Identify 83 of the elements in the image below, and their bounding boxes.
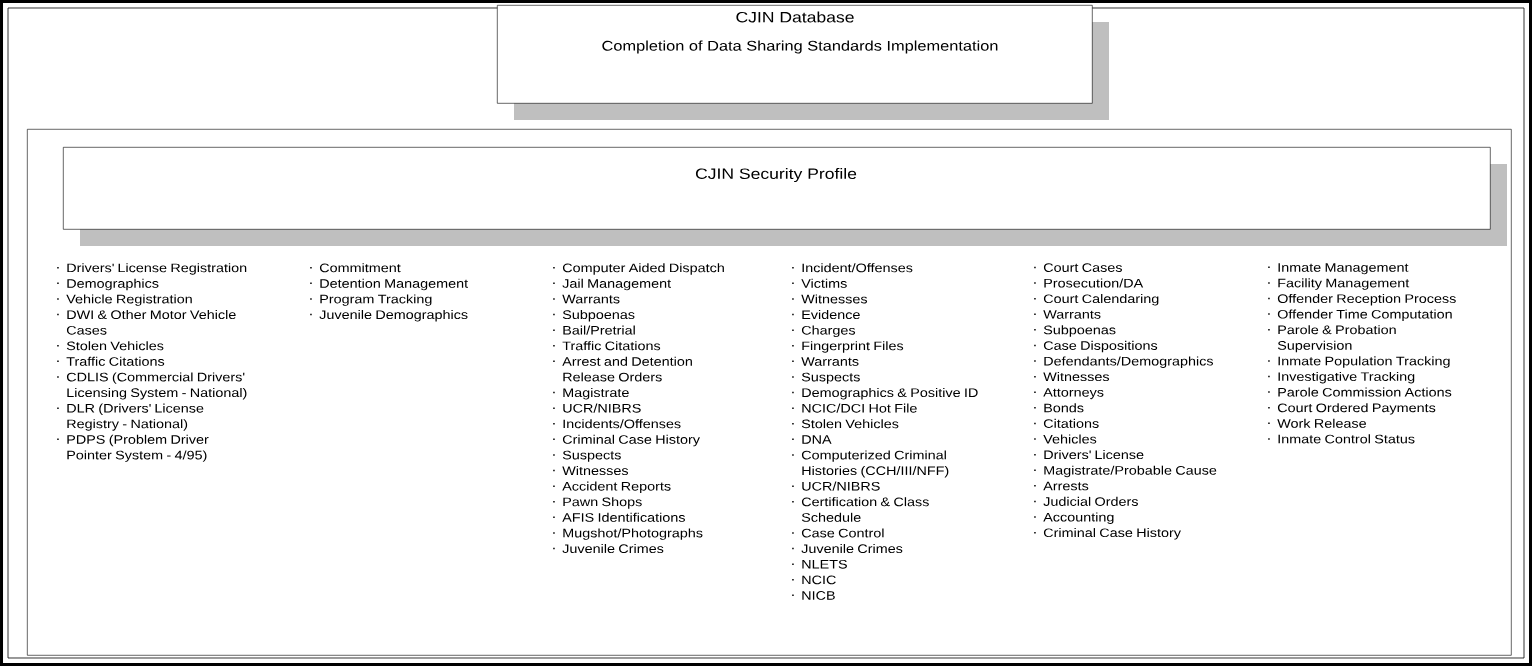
list-item: Suspects [553, 450, 621, 462]
list-item: Work Release [1268, 418, 1366, 428]
list-item: Pawn Shops [553, 497, 642, 509]
list-item: Charges [792, 325, 856, 338]
list-item: DNA [792, 435, 832, 444]
list-item: Vehicle Registration [57, 294, 192, 306]
list-item: Court Calendaring [1034, 294, 1159, 306]
list-item: Demographics [57, 278, 159, 291]
list-item: Case Dispositions [1034, 340, 1158, 353]
list-item: Stolen Vehicles [57, 341, 164, 351]
list-item: Parole & Probation Supervision [1268, 325, 1396, 353]
list-item: Incidents/Offenses [553, 419, 681, 429]
list-item: Program Tracking [310, 294, 432, 306]
list-item: Offender Reception Process [1268, 293, 1456, 306]
list-item: Computer Aided Dispatch [553, 263, 724, 275]
list-item: Evidence [792, 310, 860, 320]
list-item: Defendants/Demographics [1034, 356, 1214, 368]
header-box: CJIN Security Profile [63, 147, 1507, 246]
list-item: Juvenile Crimes [553, 544, 664, 554]
list-item: CDLIS (Commercial Drivers' Licensing System - National) [57, 372, 247, 400]
list-item: Traffic Citations [57, 356, 165, 366]
list-item: PDPS (Problem Driver Pointer System - 4/95) [57, 434, 209, 462]
list-item: DWI & Other Motor Vehicle Cases [57, 310, 236, 335]
list-item: Warrants [553, 294, 620, 304]
list-item: Bonds [1034, 403, 1084, 413]
list-item: Magistrate [553, 388, 629, 400]
list-item: Parole Commission Actions [1268, 387, 1452, 397]
list-item: Prosecution/DA [1034, 278, 1144, 288]
list-item: Drivers' License [1034, 450, 1144, 460]
list-item: NLETS [792, 559, 847, 569]
list-item: Certification & Class Schedule [792, 497, 929, 522]
list-item: Criminal Case History [553, 434, 700, 447]
list-item: Bail/Pretrial [553, 325, 635, 335]
list-item: Facility Management [1268, 278, 1410, 290]
list-item: Subpoenas [1034, 325, 1116, 337]
node-label: CJIN Database [736, 11, 854, 23]
list-item: Vehicles [1034, 434, 1097, 444]
list-item: NCIC/DCI Hot File [792, 403, 917, 413]
list-item: Attorneys [1034, 388, 1104, 400]
list-item: Demographics & Positive ID [792, 388, 978, 400]
list-item: Inmate Management [1268, 263, 1409, 275]
list-item: NCIC [792, 575, 836, 585]
list-item: Accounting [1034, 512, 1114, 524]
list-item: Inmate Population Tracking [1268, 356, 1450, 368]
list-item: Offender Time Computation [1268, 309, 1452, 321]
list-item: Criminal Case History [1034, 528, 1181, 540]
list-item: Suspects [792, 372, 860, 384]
list-item: Mugshot/Photographs [553, 528, 703, 540]
list-item: Stolen Vehicles [792, 419, 899, 429]
list-item: Fingerprint Files [792, 341, 904, 353]
list-item: Judicial Orders [1034, 496, 1138, 506]
list-item: Citations [1034, 418, 1099, 428]
list-item: Arrests [1034, 481, 1089, 491]
list-item: AFIS Identifications [553, 512, 685, 522]
list-item: Court Ordered Payments [1268, 403, 1436, 415]
list-item: Drivers' License Registration [57, 263, 247, 275]
list-item: Juvenile Demographics [310, 310, 468, 322]
list-item: Juvenile Crimes [792, 544, 903, 554]
list-item: Computerized Criminal Histories (CCH/III/NFF) [792, 450, 949, 478]
list-item: Jail Management [553, 278, 671, 291]
list-item: Traffic Citations [553, 341, 661, 351]
list-item: Warrants [792, 357, 859, 366]
list-item: Commitment [310, 263, 401, 273]
list-item: Incident/Offenses [792, 263, 913, 273]
list-item: Warrants [1034, 310, 1101, 319]
list-item: Subpoenas [553, 310, 635, 322]
list-item: Detention Management [310, 278, 468, 291]
list-item: UCR/NIBRS [792, 481, 880, 491]
list-item: Investigative Tracking [1268, 371, 1415, 384]
list-item: DLR (Drivers' License Registry - National) [57, 403, 204, 431]
list-item: Arrest and Detention Release Orders [553, 356, 692, 382]
list-item: NICB [792, 591, 835, 600]
list-item: Witnesses [553, 466, 629, 476]
list-item: Witnesses [792, 294, 868, 304]
list-item: UCR/NIBRS [553, 403, 641, 413]
list-item: Accident Reports [553, 481, 671, 494]
list-item: Inmate Control Status [1268, 434, 1415, 444]
title-box: CJIN Database Completion of Data Sharing Standards Implementation [497, 5, 1109, 120]
list-item: Case Control [792, 528, 884, 538]
list-item: Magistrate/Probable Cause [1034, 465, 1217, 478]
list-item: Witnesses [1034, 372, 1110, 382]
list-item: Court Cases [1034, 263, 1122, 272]
list-item: Victims [792, 278, 847, 288]
